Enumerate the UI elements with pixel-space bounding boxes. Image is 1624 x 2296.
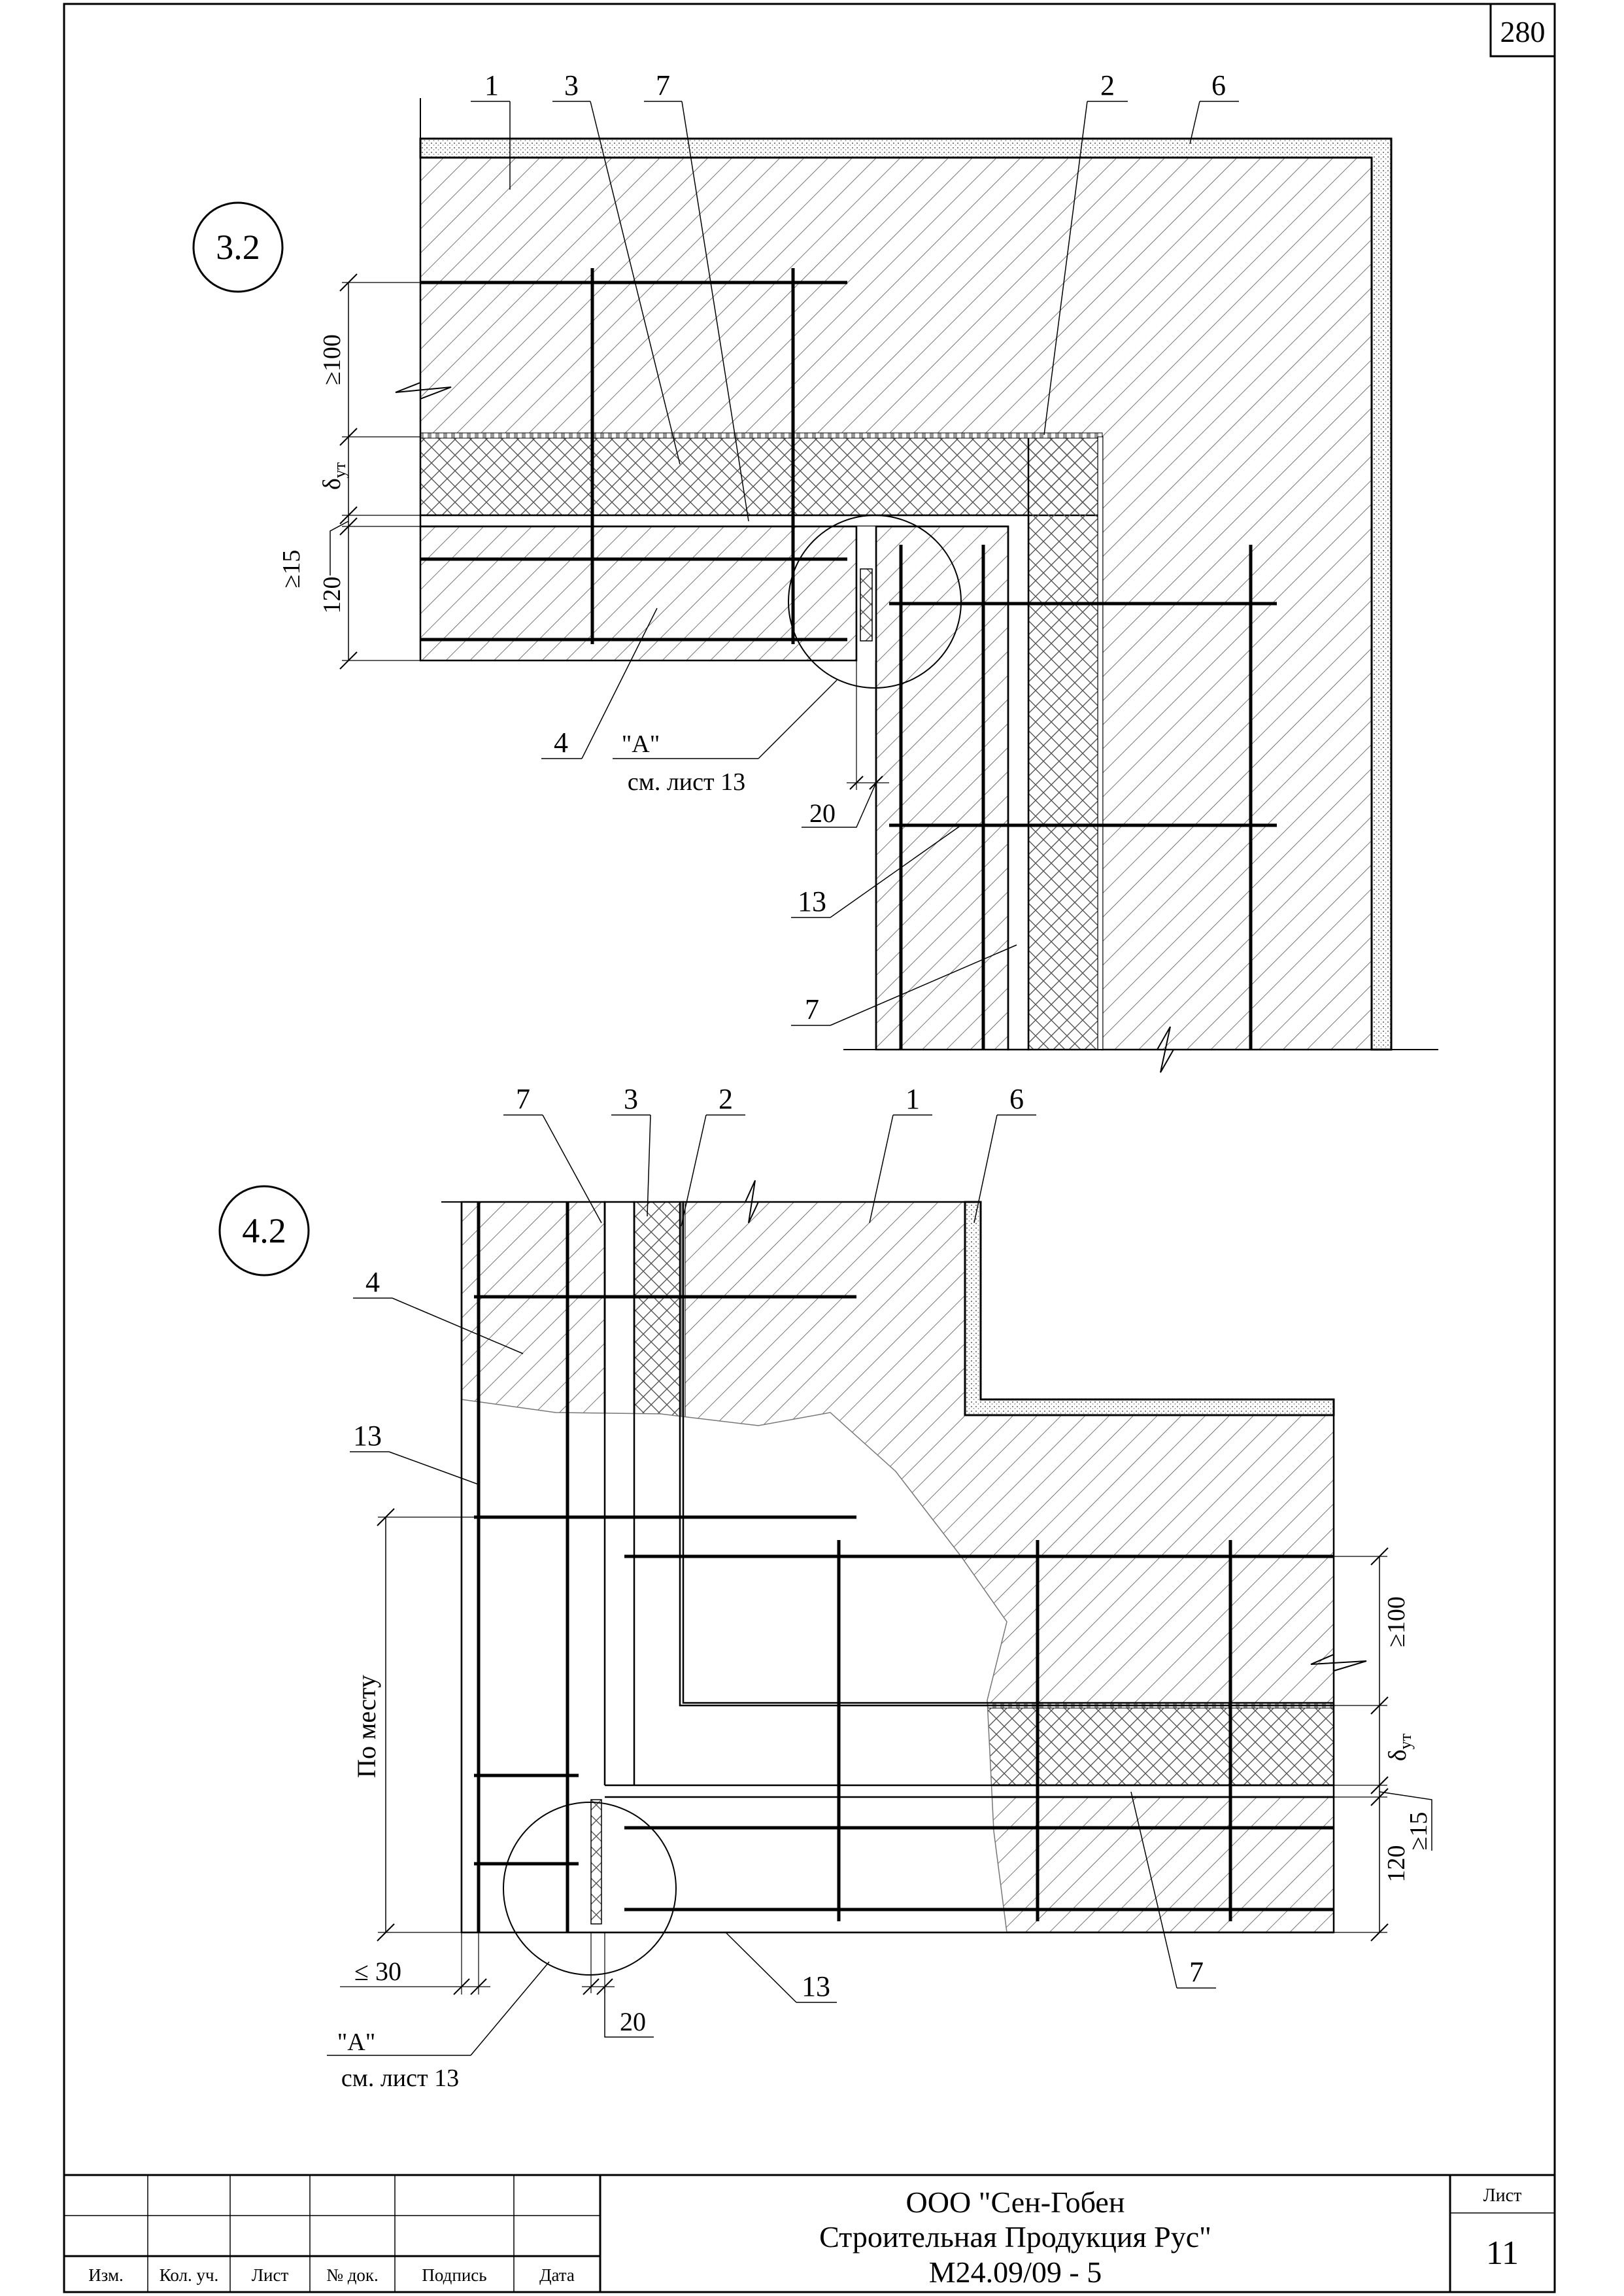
callout-13-bottom-4-2: 13 bbox=[802, 1970, 830, 2002]
callout-7-bottom-4-2: 7 bbox=[1189, 1956, 1204, 1988]
stamp-col-izm: Изм. bbox=[88, 2265, 124, 2285]
dims-detail-4-2: По месту ≥100 δут ≥15 120 ≤ 30 bbox=[340, 1508, 1432, 2038]
callout-6-4-2: 6 bbox=[1009, 1083, 1024, 1115]
dim-delta-ut-4-2: δут bbox=[1384, 1734, 1415, 1761]
sheet-number: 11 bbox=[1486, 2235, 1519, 2272]
dims-detail-3-2: ≥100 δут ≥15 120 20 bbox=[278, 273, 889, 828]
dim-on-site: По месту bbox=[352, 1675, 381, 1778]
ref-a-4-2: "А" bbox=[337, 2029, 375, 2056]
ref-a-3-2: "А" bbox=[622, 730, 660, 758]
document-code: М24.09/09 - 5 bbox=[929, 2255, 1102, 2289]
callout-13-left-4-2: 13 bbox=[353, 1420, 382, 1452]
callout-3-4-2: 3 bbox=[624, 1083, 638, 1115]
sheet-frame: 280 bbox=[63, 3, 1556, 2293]
detail-a-circle-4-2 bbox=[503, 1802, 677, 1976]
ref-sheet-4-2: см. лист 13 bbox=[341, 2065, 459, 2092]
callout-6: 6 bbox=[1211, 69, 1226, 101]
callout-2-4-2: 2 bbox=[719, 1083, 733, 1115]
detail-4-2: 4.2 bbox=[218, 1083, 1432, 2092]
company-line1: ООО "Сен-Гобен bbox=[906, 2185, 1125, 2219]
dim-min15: ≥15 bbox=[278, 550, 305, 589]
detail-4-2-number: 4.2 bbox=[242, 1211, 286, 1250]
dim-120: 120 bbox=[318, 577, 346, 614]
callout-1: 1 bbox=[484, 69, 499, 101]
callout-13: 13 bbox=[798, 885, 826, 917]
callout-7-top: 7 bbox=[656, 69, 670, 101]
sheet-label: Лист bbox=[1483, 2185, 1522, 2206]
stamp-col-doc: № док. bbox=[326, 2265, 379, 2285]
dim-min100: ≥100 bbox=[318, 334, 346, 385]
callout-4-4-2: 4 bbox=[365, 1266, 380, 1298]
detail-3-2-number: 3.2 bbox=[216, 228, 260, 267]
dim-delta-ut: δут bbox=[318, 462, 349, 490]
stamp-col-list: Лист bbox=[252, 2265, 289, 2285]
callouts-detail-3-2: 1 3 7 2 6 4 "А" см. лист 13 13 bbox=[471, 69, 1239, 1026]
dim-le30: ≤ 30 bbox=[354, 1957, 401, 1986]
dim-20-4-2: 20 bbox=[620, 2007, 646, 2036]
rebar-detail-3-2 bbox=[420, 268, 1277, 1050]
dim-min100-4-2: ≥100 bbox=[1383, 1596, 1410, 1647]
callouts-detail-4-2: 7 3 2 1 6 4 13 13 7 "А" bbox=[327, 1083, 1216, 2092]
dim-min15-4-2: ≥15 bbox=[1405, 1812, 1432, 1851]
stamp-col-signature: Подпись bbox=[422, 2265, 486, 2285]
detail-a-circle-3-2 bbox=[788, 515, 962, 689]
detail-3-2: 3.2 bbox=[192, 69, 1438, 1073]
insulation-vertical bbox=[1027, 436, 1104, 1051]
dim-20: 20 bbox=[809, 798, 836, 828]
page-number: 280 bbox=[1500, 15, 1546, 48]
stamp-col-kol-uch: Кол. уч. bbox=[160, 2265, 219, 2285]
callout-3: 3 bbox=[564, 69, 579, 101]
dim-120-4-2: 120 bbox=[1383, 1845, 1410, 1883]
stamp-col-date: Дата bbox=[539, 2265, 575, 2285]
callout-1-4-2: 1 bbox=[905, 1083, 920, 1115]
callout-7-top-4-2: 7 bbox=[516, 1083, 530, 1115]
ref-sheet-3-2: см. лист 13 bbox=[628, 768, 745, 796]
title-block: Изм. Кол. уч. Лист № док. Подпись Дата О… bbox=[64, 2174, 1555, 2292]
callout-2: 2 bbox=[1100, 69, 1115, 101]
callout-7-bottom: 7 bbox=[805, 993, 819, 1025]
callout-4: 4 bbox=[554, 727, 568, 759]
insulation-horizontal bbox=[419, 436, 1104, 517]
company-line2: Строительная Продукция Рус" bbox=[819, 2220, 1211, 2253]
rebar-detail-4-2 bbox=[474, 1202, 1334, 1932]
